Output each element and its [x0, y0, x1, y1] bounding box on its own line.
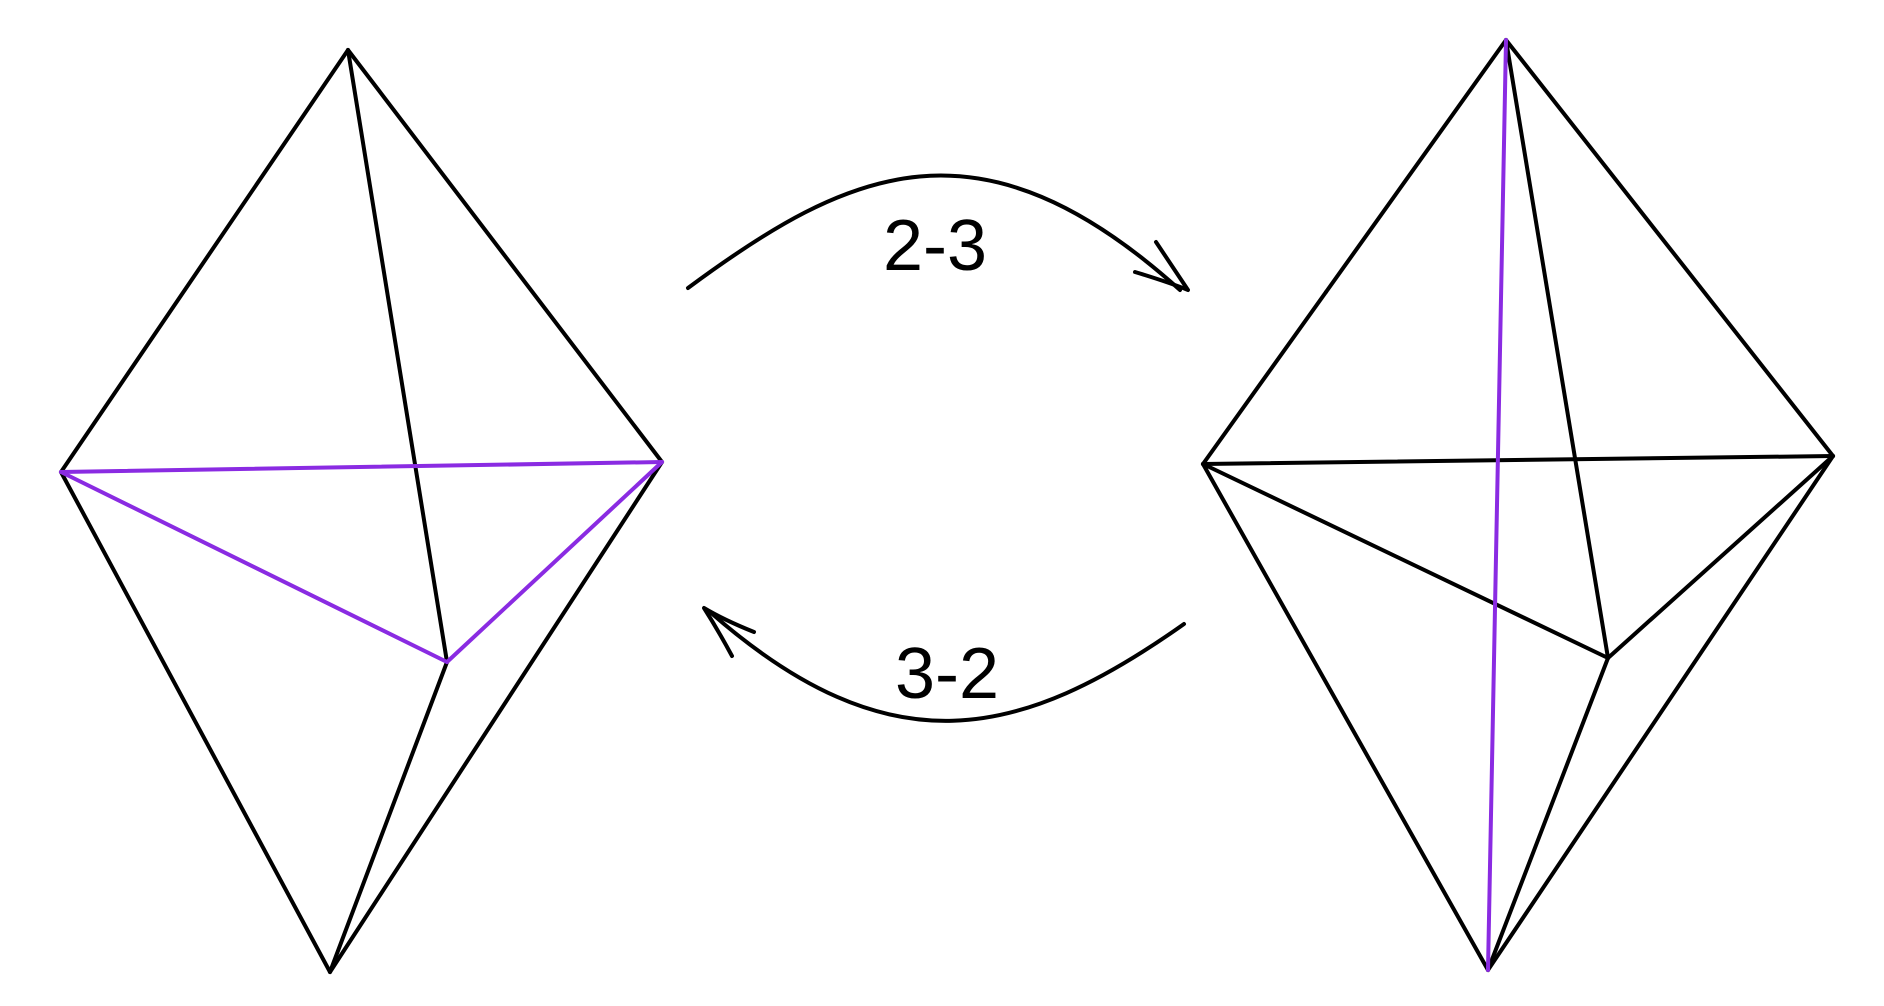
left-edge-top-front — [346, 48, 449, 664]
left-edge-bottom-left — [59, 470, 332, 974]
right-edge-bottom-front — [1486, 656, 1610, 972]
backward-arrow: 3-2 — [702, 606, 1186, 723]
right-edge-bottom-left — [1201, 462, 1490, 972]
forward-arc — [686, 173, 1182, 292]
right-edge-top-left-lower — [1201, 290, 1328, 466]
left-edge-top-left — [59, 48, 350, 474]
backward-arc — [708, 610, 1186, 723]
right-edge-back — [1201, 454, 1835, 466]
left-shared-face-edge-back — [59, 460, 664, 474]
right-configuration — [1201, 38, 1835, 972]
right-edge-left-front — [1201, 462, 1610, 660]
left-shared-face-edge-left — [59, 470, 449, 664]
right-edge-top-right — [1504, 38, 1835, 458]
right-new-interior-edge — [1486, 38, 1508, 972]
right-edge-top-left-upper — [1324, 38, 1508, 294]
left-shared-face-edge-right — [445, 460, 664, 664]
left-configuration — [59, 48, 664, 974]
left-edge-top-right — [346, 48, 664, 464]
right-edge-top-front — [1504, 38, 1610, 660]
forward-label: 2-3 — [883, 206, 987, 286]
right-edge-bottom-right — [1486, 454, 1835, 972]
backward-arrowhead-icon — [702, 606, 756, 658]
forward-arrow: 2-3 — [686, 173, 1190, 292]
backward-label: 3-2 — [895, 634, 999, 714]
right-edge-front-right — [1606, 454, 1835, 660]
left-edge-bottom-right — [328, 460, 664, 974]
left-edge-bottom-front — [328, 660, 449, 974]
forward-arrowhead-icon — [1133, 240, 1190, 292]
